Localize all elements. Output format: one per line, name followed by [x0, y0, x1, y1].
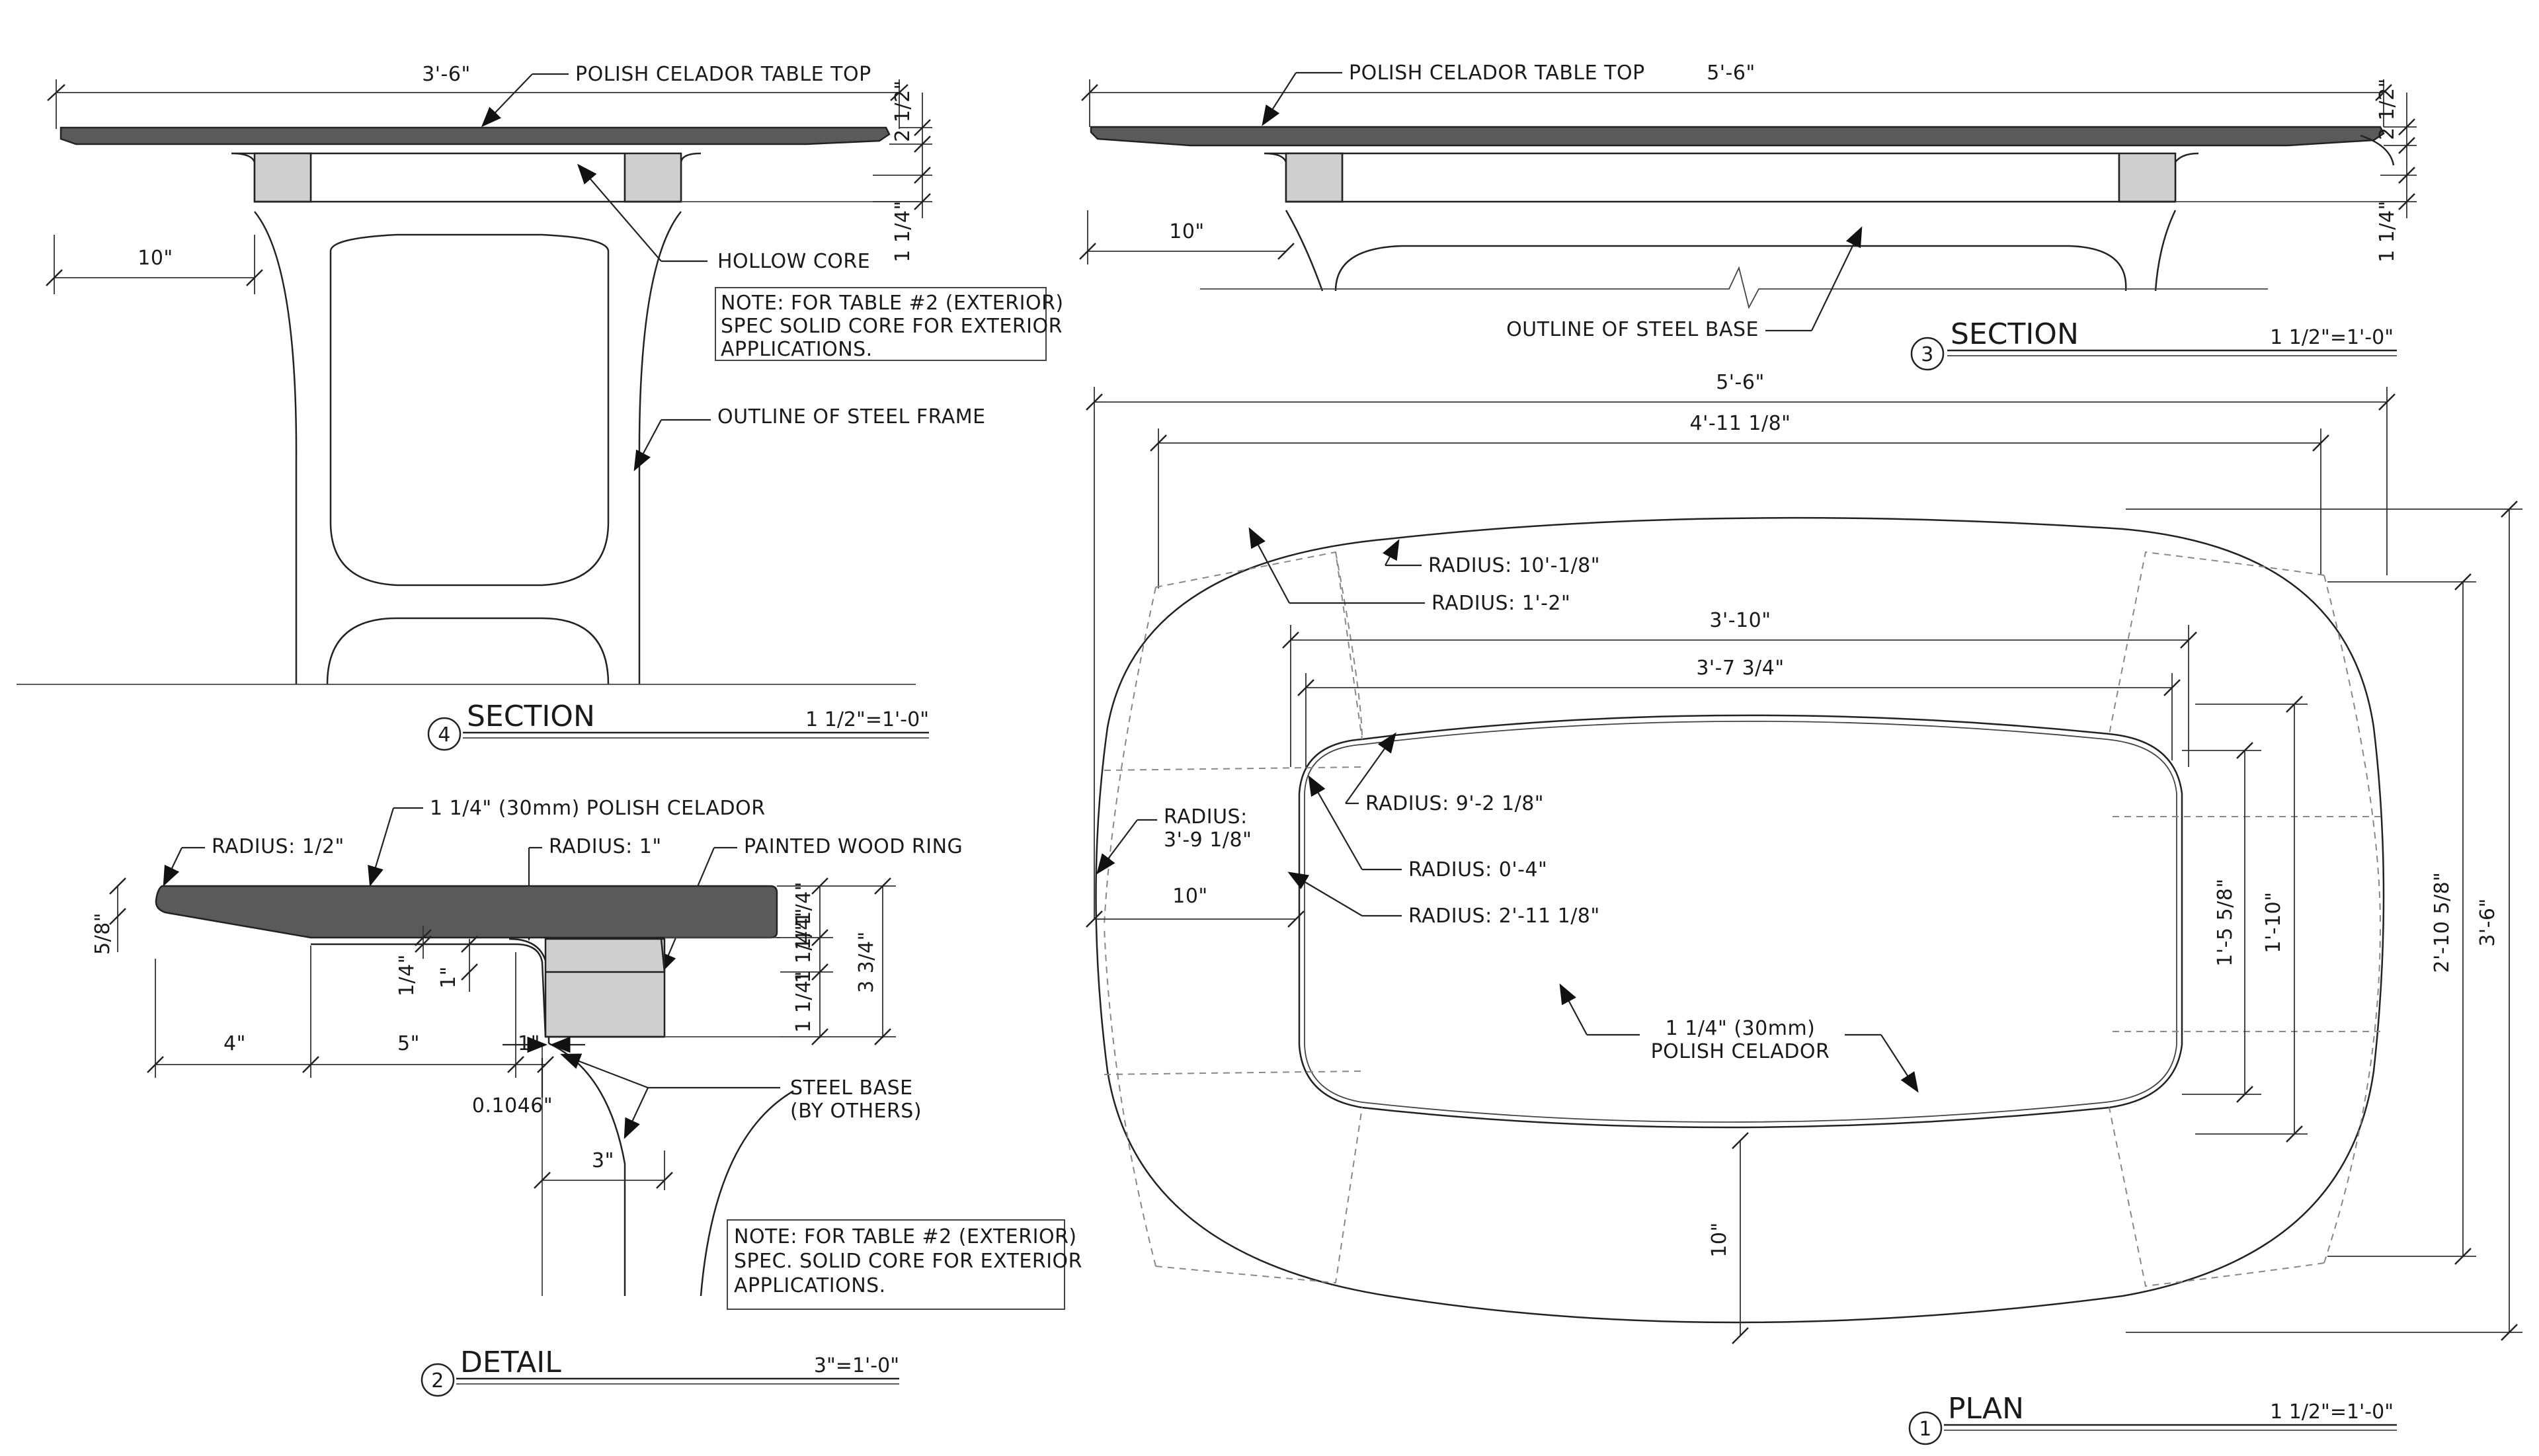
detail2-dim-4: 4": [223, 1032, 246, 1055]
plan1-dim-overall: 5'-6": [1716, 371, 1765, 394]
section4-label-top: POLISH CELADOR TABLE TOP: [575, 63, 871, 86]
detail2-scale: 3"=1'-0": [814, 1354, 899, 1377]
plan1-dim-1558: 1'-5 5/8": [2214, 878, 2237, 966]
detail2-dim-r14a: 1/4": [792, 881, 815, 924]
section4-title: SECTION: [467, 700, 595, 733]
plan1-outer-outline: [1095, 516, 2385, 1324]
detail2-dim-5: 5": [397, 1032, 420, 1055]
section4-dim-ring: 1 1/4": [891, 200, 914, 263]
section4-note-line-1: NOTE: FOR TABLE #2 (EXTERIOR): [721, 292, 1064, 315]
section3-label-base: OUTLINE OF STEEL BASE: [1506, 318, 1759, 341]
section4-scale: 1 1/2"=1'-0": [805, 708, 929, 731]
plan1-scale: 1 1/2"=1'-0": [2270, 1400, 2394, 1424]
plan1-number: 1: [1919, 1418, 1932, 1441]
section4-dim-width: 3'-6": [422, 63, 471, 86]
detail2-label-steel-1: STEEL BASE: [790, 1076, 913, 1100]
plan1-dim-inner: 4'-11 1/8": [1690, 412, 1791, 435]
plan1-radius-d-1: RADIUS:: [1164, 805, 1248, 829]
detail2-dim-3: 3": [592, 1149, 614, 1172]
plan1-dim-36: 3'-6": [2476, 898, 2499, 947]
detail2-dim-r14c: 1/4": [792, 908, 815, 950]
section3-dim-thickness: 2 1/2": [2376, 78, 2399, 140]
detail2-title: DETAIL: [460, 1346, 561, 1379]
detail2-dim-r14d: 1 1/4": [792, 971, 815, 1033]
section4-tabletop: [60, 126, 891, 145]
plan1-center-label-1: 1 1/4" (30mm): [1666, 1017, 1816, 1040]
plan1-radius-a: RADIUS: 10'-1/8": [1428, 554, 1600, 577]
detail2-dim-gauge: 0.1046": [472, 1094, 553, 1117]
plan1-radius-b: RADIUS: 1'-2": [1431, 592, 1570, 615]
plan1-dim-310: 3'-10": [1709, 609, 1771, 632]
plan-1-view: 5'-6" 4'-11 1/8" 3'-10": [1086, 371, 2522, 1445]
section3-dim-width: 5'-6": [1707, 61, 1755, 85]
plan1-radius-f: RADIUS: 2'-11 1/8": [1408, 905, 1600, 928]
plan1-radius-e: RADIUS: 0'-4": [1408, 858, 1547, 881]
detail-2-view: 1 1/4" (30mm) POLISH CELADOR RADIUS: 1/2…: [91, 797, 1082, 1397]
plan1-dim-3734: 3'-7 3/4": [1696, 657, 1784, 680]
detail2-dim-1b: 1": [518, 1032, 540, 1055]
detail2-number: 2: [431, 1369, 444, 1393]
detail2-slab: [155, 885, 778, 939]
detail2-dim-58: 5/8": [91, 912, 114, 955]
section4-label-hollow: HOLLOW CORE: [717, 250, 870, 273]
detail2-dim-334: 3 3/4": [855, 931, 878, 993]
plan1-dim-10-bottom: 10": [1708, 1222, 1731, 1257]
detail2-label-top: 1 1/4" (30mm) POLISH CELADOR: [430, 797, 766, 820]
detail2-dim-r14b: 1 1/4": [792, 921, 815, 983]
detail2-label-steel-2: (BY OTHERS): [790, 1100, 922, 1123]
section3-dim-ring: 1 1/4": [2376, 200, 2399, 263]
section3-dim-offset: 10": [1169, 220, 1204, 243]
section4-dim-thickness: 2 1/2": [891, 80, 914, 142]
plan1-dim-21058: 2'-10 5/8": [2431, 872, 2454, 973]
detail2-note-line-2: SPEC. SOLID CORE FOR EXTERIOR: [734, 1250, 1082, 1273]
section4-hollow-core-outline: [329, 233, 610, 586]
plan1-radius-d-2: 3'-9 1/8": [1164, 829, 1252, 852]
section3-scale: 1 1/2"=1'-0": [2270, 326, 2394, 349]
plan1-dim-110: 1'-10": [2262, 891, 2285, 953]
plan1-dim-10-left: 10": [1172, 885, 1207, 908]
section3-label-top: POLISH CELADOR TABLE TOP: [1349, 61, 1645, 85]
section4-dim-offset: 10": [138, 247, 173, 270]
section4-note-box: [715, 287, 1047, 361]
detail2-dim-14a: 1/4": [395, 954, 419, 996]
detail2-radius-one: RADIUS: 1": [549, 835, 662, 858]
section3-tabletop: [1090, 126, 2385, 147]
section4-note-line-3: APPLICATIONS.: [721, 338, 873, 361]
section4-number: 4: [438, 723, 451, 747]
plan1-center-label-2: POLISH CELADOR: [1651, 1040, 1830, 1063]
section3-number: 3: [1921, 343, 1934, 366]
detail2-note-box: [727, 1219, 1065, 1310]
detail2-label-ring: PAINTED WOOD RING: [744, 835, 963, 858]
plan1-radius-c: RADIUS: 9'-2 1/8": [1365, 792, 1544, 815]
section-3-view: POLISH CELADOR TABLE TOP 5'-6" 2 1/2" 1 …: [1079, 61, 2417, 371]
plan1-title: PLAN: [1948, 1392, 2024, 1426]
section3-title: SECTION: [1951, 317, 2079, 351]
detail2-note-line-3: APPLICATIONS.: [734, 1274, 886, 1297]
section4-label-frame: OUTLINE OF STEEL FRAME: [717, 405, 986, 428]
detail2-radius-half: RADIUS: 1/2": [212, 835, 344, 858]
detail2-note-line-1: NOTE: FOR TABLE #2 (EXTERIOR): [734, 1225, 1077, 1248]
detail2-dim-1a: 1": [437, 966, 460, 989]
detail2-wood-ring: [544, 938, 666, 1038]
section4-note-line-2: SPEC SOLID CORE FOR EXTERIOR: [721, 315, 1063, 338]
section-4-view: 3'-6" POLISH CELADOR TABLE TOP 2 1/2" 1 …: [17, 63, 1064, 751]
